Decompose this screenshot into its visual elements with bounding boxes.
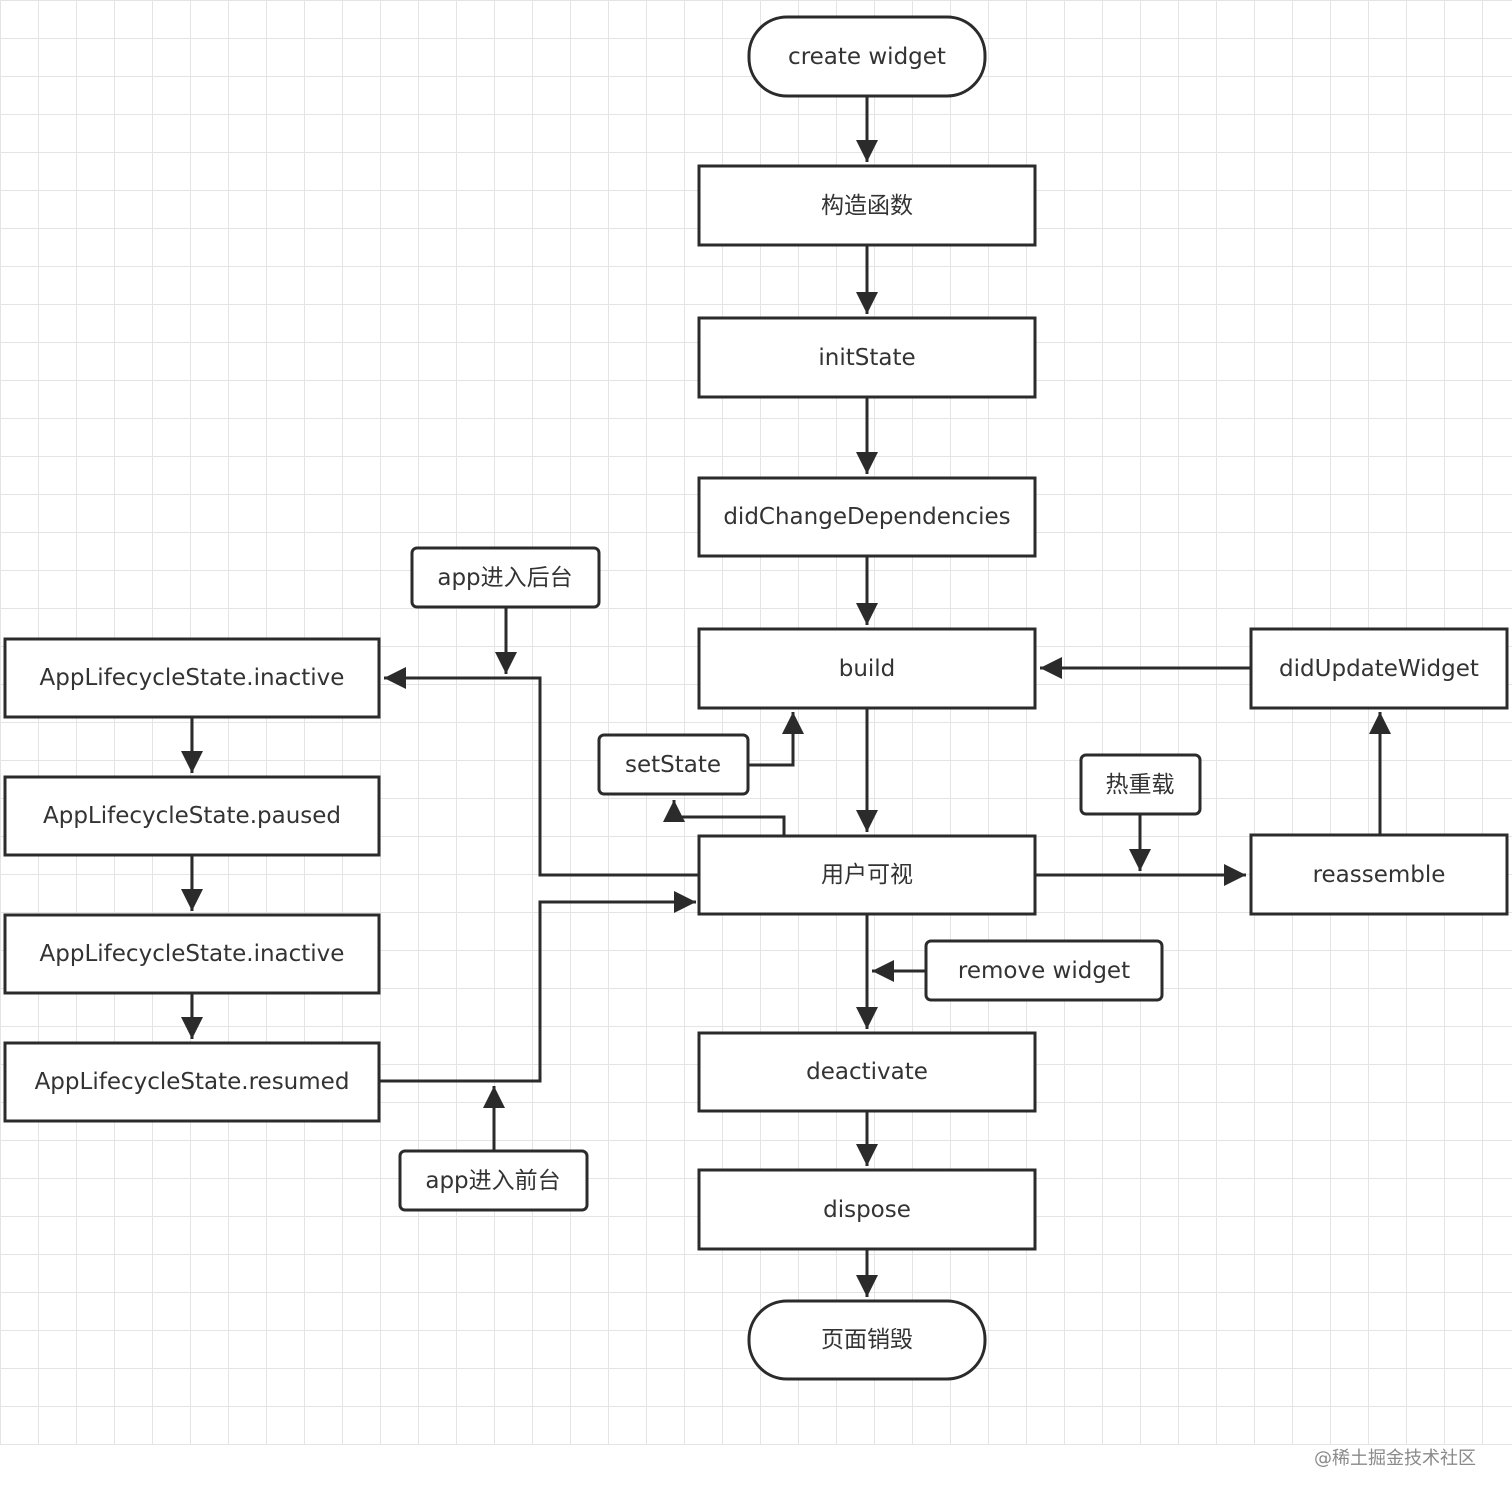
node-app-to-foreground-label: app进入前台 (425, 1168, 560, 1194)
node-lifecycle-paused-label: AppLifecycleState.paused (43, 803, 341, 829)
node-build: build (697, 627, 1037, 710)
edges (181, 96, 1391, 1297)
nodes: create widget 构造函数 initState didChangeDe… (3, 15, 1509, 1381)
node-app-to-foreground: app进入前台 (398, 1149, 589, 1212)
node-lifecycle-resumed-label: AppLifecycleState.resumed (35, 1069, 350, 1095)
edge-lifecycle-resumed-to-user-visible (380, 891, 696, 1083)
node-constructor: 构造函数 (697, 164, 1037, 247)
node-init-state-label: initState (818, 345, 915, 371)
node-user-visible-label: 用户可视 (821, 862, 913, 888)
node-build-label: build (839, 656, 896, 682)
node-reassemble-label: reassemble (1313, 862, 1446, 888)
node-did-change-dependencies: didChangeDependencies (697, 476, 1037, 558)
node-lifecycle-inactive-2: AppLifecycleState.inactive (3, 913, 381, 995)
node-hot-reload: 热重载 (1079, 753, 1202, 816)
node-lifecycle-inactive-1: AppLifecycleState.inactive (3, 637, 381, 719)
node-lifecycle-paused: AppLifecycleState.paused (3, 775, 381, 857)
edge-user-visible-to-setstate (663, 800, 786, 836)
node-did-update-widget: didUpdateWidget (1249, 627, 1509, 710)
node-app-to-background-label: app进入后台 (437, 565, 572, 591)
node-user-visible: 用户可视 (697, 834, 1037, 916)
node-deactivate: deactivate (697, 1031, 1037, 1113)
edge-setstate-to-build (748, 712, 804, 767)
node-init-state: initState (697, 316, 1037, 399)
node-constructor-label: 构造函数 (821, 193, 913, 219)
node-lifecycle-inactive-1-label: AppLifecycleState.inactive (40, 665, 345, 691)
node-dispose: dispose (697, 1168, 1037, 1251)
node-lifecycle-resumed: AppLifecycleState.resumed (3, 1041, 381, 1123)
node-did-update-widget-label: didUpdateWidget (1279, 656, 1479, 682)
node-set-state-label: setState (625, 752, 721, 778)
node-set-state: setState (597, 733, 750, 796)
node-did-change-dependencies-label: didChangeDependencies (723, 504, 1010, 530)
node-lifecycle-inactive-2-label: AppLifecycleState.inactive (40, 941, 345, 967)
node-page-destroyed-label: 页面销毁 (821, 1327, 913, 1353)
watermark-text: @稀土掘金技术社区 (1314, 1448, 1476, 1469)
node-remove-widget: remove widget (924, 939, 1164, 1002)
edge-user-visible-to-lifecycle-inactive (384, 667, 699, 877)
node-create-widget: create widget (747, 15, 987, 98)
node-page-destroyed: 页面销毁 (747, 1299, 987, 1381)
node-reassemble: reassemble (1249, 833, 1509, 916)
node-remove-widget-label: remove widget (958, 958, 1130, 984)
node-create-widget-label: create widget (788, 44, 946, 70)
node-deactivate-label: deactivate (806, 1059, 928, 1085)
node-app-to-background: app进入后台 (410, 546, 601, 609)
node-dispose-label: dispose (823, 1197, 911, 1223)
node-hot-reload-label: 热重载 (1106, 772, 1175, 798)
